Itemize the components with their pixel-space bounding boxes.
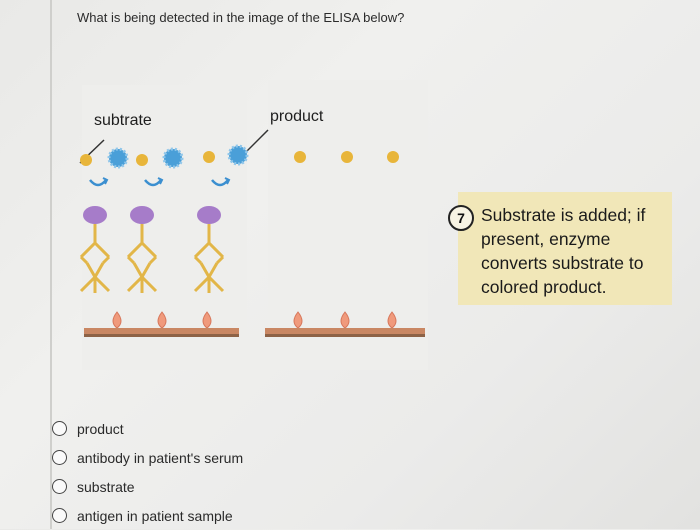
antigen [202,311,212,329]
option-label: product [77,420,124,437]
product-molecule [387,151,399,163]
enzyme-linked-antibody [79,206,111,293]
enzyme-linked-antibody [193,206,225,293]
step-description: Substrate is added; if present, enzyme c… [481,205,646,297]
reaction-arrow [211,179,229,187]
antigen [293,311,303,329]
radio-button[interactable] [52,479,67,494]
reaction-arrow [144,179,162,187]
antigen [112,311,122,329]
product-molecule [136,154,148,166]
option-label: antigen in patient sample [77,507,233,524]
substrate-molecule [107,147,129,169]
reaction-arrow-head [157,177,164,185]
reaction-arrow-head [102,177,109,185]
radio-button[interactable] [52,508,67,523]
option-label: antibody in patient's serum [77,449,244,466]
substrate-molecule [162,147,184,169]
reaction-arrow [89,179,107,187]
answer-options: product antibody in patient's serum subs… [52,414,243,530]
product-label: product [270,108,324,125]
well-plate-right-edge [265,334,425,337]
page-frame-line [50,0,52,529]
product-molecule [341,151,353,163]
antigen [157,311,167,329]
step-number-badge: 7 [448,205,474,231]
subtrate-label: subtrate [94,112,152,129]
antigen [387,311,397,329]
radio-button[interactable] [52,450,67,465]
product-molecule [203,151,215,163]
question-text: What is being detected in the image of t… [77,10,405,25]
well-plate-left [84,328,239,334]
well-plate-right [265,328,425,334]
reaction-arrow-head [224,177,231,185]
answer-option[interactable]: antigen in patient sample [52,501,243,530]
antigen [340,311,350,329]
answer-option[interactable]: antibody in patient's serum [52,443,243,472]
step-callout-box [458,192,672,305]
option-label: substrate [77,478,135,495]
substrate-molecule [227,144,249,166]
answer-option[interactable]: product [52,414,243,443]
product-molecule [294,151,306,163]
product-molecule [80,154,92,166]
radio-button[interactable] [52,421,67,436]
enzyme-linked-antibody [126,206,158,293]
well-plate-left-edge [84,334,239,337]
answer-option[interactable]: substrate [52,472,243,501]
